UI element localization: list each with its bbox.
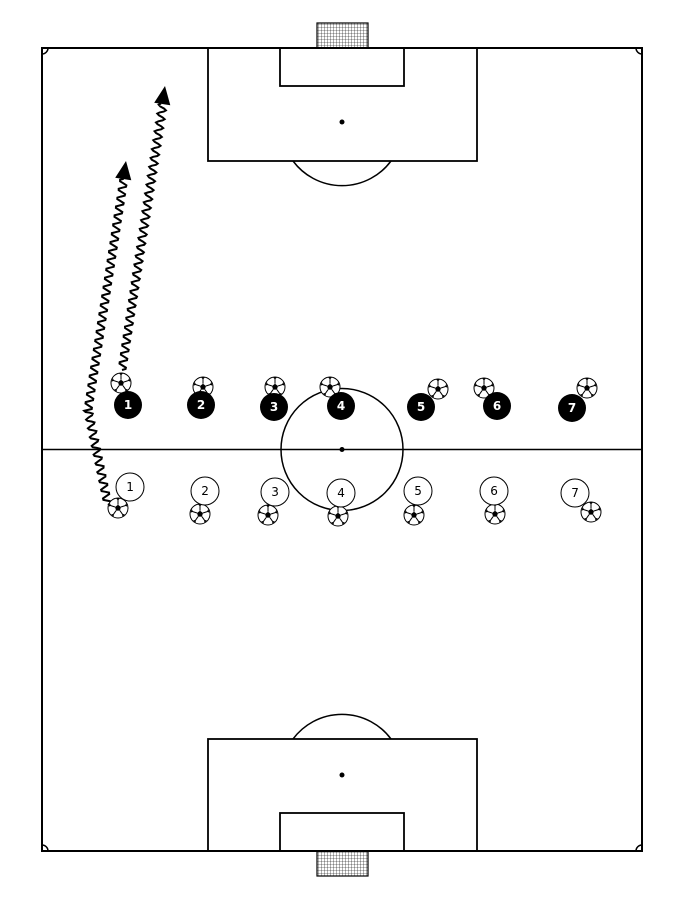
soccer-ball-icon bbox=[576, 377, 598, 399]
soccer-ball-icon bbox=[107, 497, 129, 519]
team-light: 1 2 3 4 5 6 7 bbox=[115, 472, 590, 508]
corner-arc-bottom-right bbox=[635, 844, 643, 852]
player-light[interactable]: 2 bbox=[190, 476, 220, 506]
top-penalty-spot bbox=[339, 119, 345, 125]
player-number: 6 bbox=[493, 399, 501, 413]
player-number: 5 bbox=[414, 484, 422, 498]
top-goal-area bbox=[279, 47, 405, 87]
player-light[interactable]: 6 bbox=[479, 476, 509, 506]
player-number: 3 bbox=[271, 485, 279, 499]
player-number: 4 bbox=[337, 399, 345, 413]
player-number: 6 bbox=[490, 484, 498, 498]
dribble-arrow-icon bbox=[82, 177, 128, 506]
soccer-ball-icon bbox=[327, 505, 349, 527]
player-number: 2 bbox=[201, 484, 209, 498]
player-number: 1 bbox=[124, 398, 132, 412]
dribble-arrow-icon bbox=[118, 102, 168, 371]
player-light[interactable]: 5 bbox=[403, 476, 433, 506]
soccer-ball-icon bbox=[110, 372, 132, 394]
player-light[interactable]: 3 bbox=[260, 477, 290, 507]
player-light[interactable]: 7 bbox=[560, 478, 590, 508]
top-penalty-arc bbox=[292, 160, 392, 187]
soccer-ball-icon bbox=[427, 378, 449, 400]
player-dark[interactable]: 3 bbox=[260, 393, 288, 421]
corner-arc-bottom-left bbox=[41, 844, 49, 852]
player-dark[interactable]: 7 bbox=[558, 394, 586, 422]
player-dark[interactable]: 6 bbox=[483, 392, 511, 420]
top-goal-net-icon bbox=[316, 22, 369, 49]
arrow-head-icon bbox=[115, 161, 132, 181]
corner-arc-top-right bbox=[635, 47, 643, 55]
soccer-pitch bbox=[41, 22, 643, 877]
center-spot bbox=[339, 447, 345, 452]
player-number: 1 bbox=[126, 480, 134, 494]
player-dark[interactable]: 5 bbox=[407, 393, 435, 421]
soccer-ball-icon bbox=[189, 503, 211, 525]
bottom-penalty-spot bbox=[339, 772, 345, 778]
player-number: 2 bbox=[197, 398, 205, 412]
dribble-arrows bbox=[82, 86, 171, 506]
bottom-goal-area bbox=[279, 812, 405, 852]
arrow-head-icon bbox=[154, 86, 171, 106]
player-dark[interactable]: 1 bbox=[114, 391, 142, 419]
player-number: 7 bbox=[571, 486, 579, 500]
soccer-ball-icon bbox=[257, 504, 279, 526]
soccer-ball-icon bbox=[580, 501, 602, 523]
player-light[interactable]: 1 bbox=[115, 472, 145, 502]
bottom-goal-net-icon bbox=[316, 850, 369, 877]
player-dark[interactable]: 4 bbox=[327, 392, 355, 420]
player-light[interactable]: 4 bbox=[326, 478, 356, 508]
player-dark[interactable]: 2 bbox=[187, 391, 215, 419]
player-number: 4 bbox=[337, 486, 345, 500]
player-number: 3 bbox=[270, 400, 278, 414]
player-number: 7 bbox=[568, 401, 576, 415]
team-dark: 1 2 3 4 5 6 7 bbox=[114, 391, 586, 422]
bottom-penalty-arc bbox=[292, 713, 392, 740]
corner-arc-top-left bbox=[41, 47, 49, 55]
player-number: 5 bbox=[417, 400, 425, 414]
soccer-ball-icon bbox=[403, 504, 425, 526]
soccer-ball-icon bbox=[484, 503, 506, 525]
